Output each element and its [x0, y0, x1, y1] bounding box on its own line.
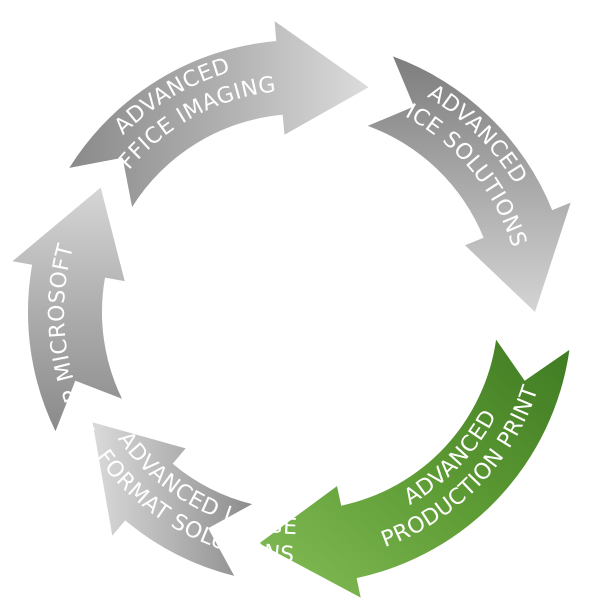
arrow-mcp-microsoft [12, 187, 125, 432]
arrow-office-imaging [69, 21, 369, 208]
segment-production-print: ADVANCED PRODUCTION PRINT [259, 339, 570, 598]
arrow-production-print [259, 339, 570, 598]
segment-office-imaging: ADVANCED OFFICE IMAGING [69, 21, 369, 208]
arrow-large-format [92, 422, 253, 576]
segment-mcp-microsoft: MCP MICROSOFT [12, 187, 125, 440]
segment-office-solutions: ADVANCED OFFICE SOLUTIONS [362, 56, 571, 313]
arrow-office-solutions [367, 56, 571, 313]
segment-large-format: ADVANCED LARGE FORMAT SOLUTIONS [91, 422, 298, 576]
